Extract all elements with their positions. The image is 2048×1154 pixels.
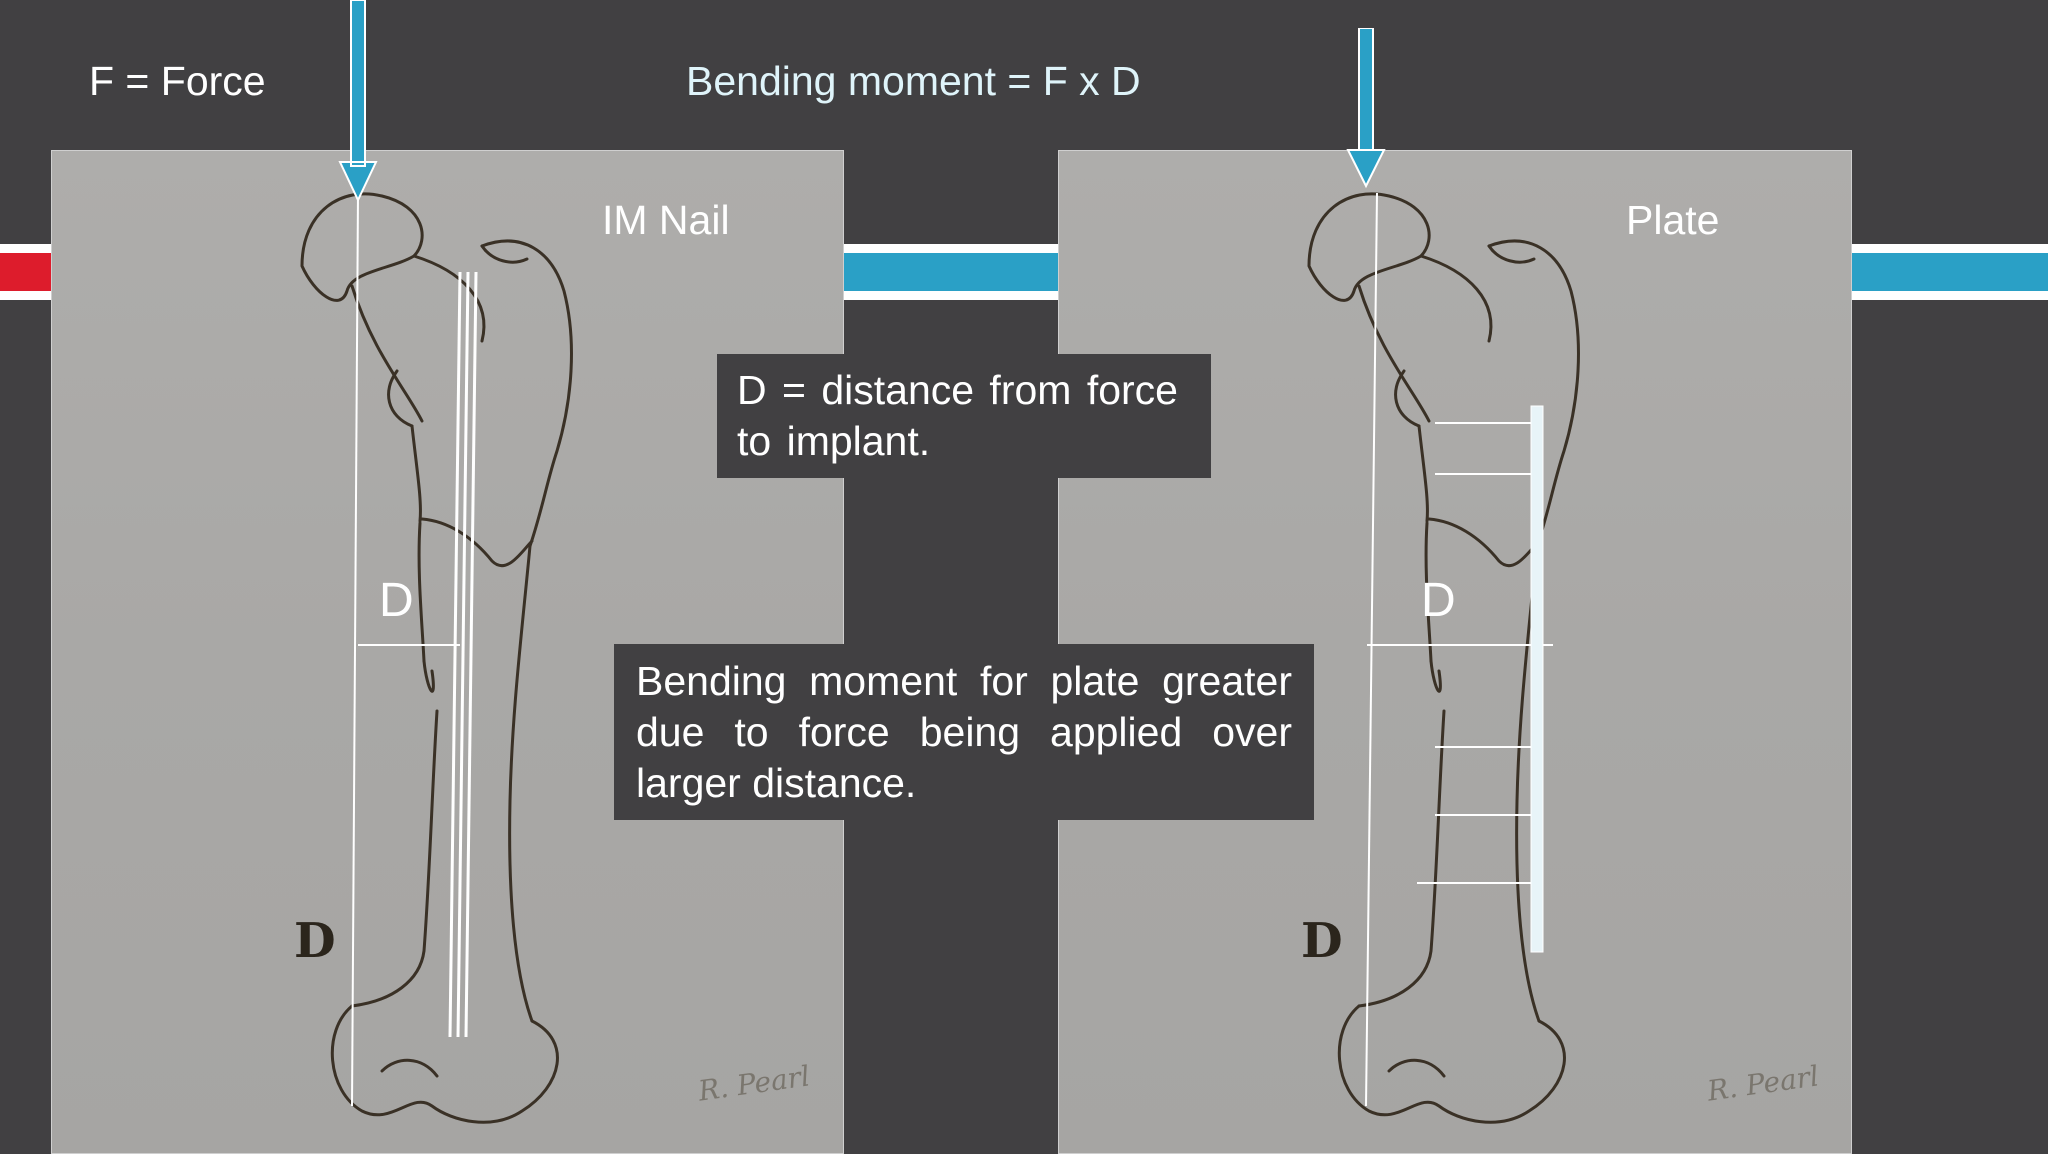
im-nail-d-drawing-mark: D: [294, 913, 336, 969]
im-nail-d-label: D: [379, 574, 414, 627]
distance-definition-callout: D = distance from force to implant.: [717, 354, 1211, 478]
band-blue-accent-mid: [840, 253, 1062, 291]
force-definition: F = Force: [89, 58, 266, 104]
plate-d-label: D: [1421, 574, 1456, 627]
im-nail-femur-illustration: [300, 192, 573, 1124]
band-red-accent: [0, 253, 60, 291]
conclusion-callout: Bending moment for plate greater due to …: [614, 644, 1314, 820]
bending-moment-equation: Bending moment = F x D: [686, 58, 1141, 104]
left-force-arrow-icon: [338, 0, 378, 203]
plate-femur-illustration: [1307, 192, 1580, 1124]
plate-title: Plate: [1626, 197, 1720, 243]
band-blue-accent-right: [1850, 253, 2048, 291]
im-nail-title: IM Nail: [602, 197, 730, 243]
right-force-arrow-icon: [1346, 28, 1386, 189]
plate-d-drawing-mark: D: [1301, 913, 1343, 969]
